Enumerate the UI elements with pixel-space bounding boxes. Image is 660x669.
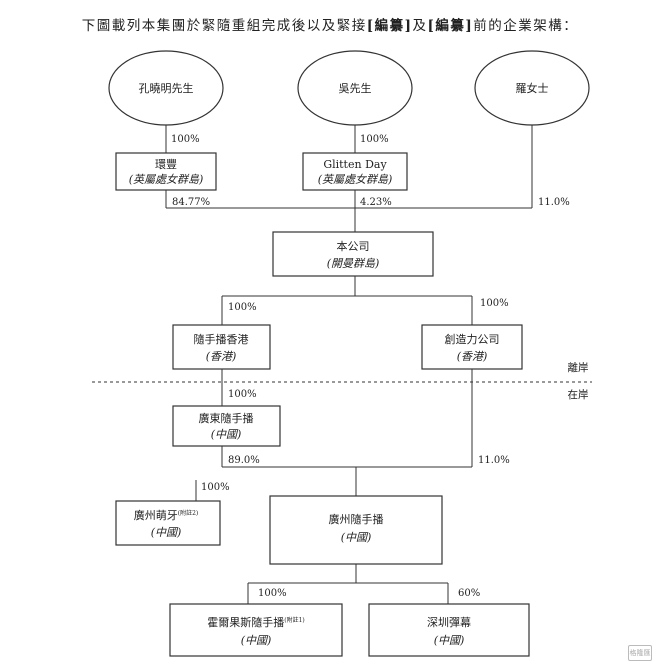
percent-label: 4.23% [360,197,392,208]
percent-label: 100% [480,298,509,309]
percent-label: 100% [228,389,257,400]
svg-text:深圳彈幕: 深圳彈幕 [427,615,471,629]
connector-lines [92,125,592,604]
percent-label: 89.0% [228,455,260,466]
svg-text:(中國): (中國) [241,634,272,647]
percent-label: 100% [171,134,200,145]
entity-mengya: 廣州萌牙(附註2) (中國) [115,500,221,546]
redacted-mark: [編纂] [366,18,413,34]
entity-huanfeng: 環豐 (英屬處女群島) [115,152,217,191]
entity-danmu: 深圳彈幕 (中國) [368,603,530,657]
percent-label: 100% [258,588,287,599]
percent-label: 60% [458,588,480,599]
onshore-label: 在岸 [568,389,589,401]
entity-guangzhou: 廣州隨手播 (中國) [269,495,443,565]
percent-label: 11.0% [538,197,570,208]
percent-label: 100% [228,302,257,313]
svg-text:隨手播香港: 隨手播香港 [194,332,249,346]
entity-suishou-hk: 隨手播香港 (香港) [172,324,271,370]
svg-text:廣東隨手播: 廣東隨手播 [199,411,254,425]
entity-company: 本公司 (開曼群島) [272,231,434,277]
offshore-label: 離岸 [568,361,589,374]
page-title: 下圖載列本集團於緊隨重組完成後以及緊接[編纂]及[編纂]前的企業架構： [81,18,579,34]
svg-text:羅女士: 羅女士 [516,81,549,95]
entity-glitten-day: Glitten Day (英屬處女群島) [302,152,408,191]
svg-text:廣州萌牙(附註2): 廣州萌牙(附註2) [134,508,199,522]
svg-text:創造力公司: 創造力公司 [445,332,500,346]
svg-text:霍爾果斯隨手播(附註1): 霍爾果斯隨手播(附註1) [207,615,305,629]
watermark-logo: 格隆匯 [628,645,652,661]
percentage-labels: 100% 100% 84.77% 4.23% 11.0% 100% 100% 1… [171,134,570,599]
shareholder-wu: 吳先生 [297,50,413,126]
percent-label: 84.77% [172,197,210,208]
percent-label: 100% [201,482,230,493]
shareholder-luo: 羅女士 [474,50,590,126]
svg-text:(英屬處女群島): (英屬處女群島) [318,173,393,186]
redacted-mark: [編纂] [427,18,474,34]
svg-text:(中國): (中國) [151,526,182,539]
svg-text:(香港): (香港) [457,350,488,363]
svg-text:(香港): (香港) [206,350,237,363]
svg-text:吳先生: 吳先生 [339,81,372,95]
svg-text:孔曉明先生: 孔曉明先生 [139,81,194,95]
percent-label: 11.0% [478,455,510,466]
entity-guangdong: 廣東隨手播 (中國) [172,405,281,447]
percent-label: 100% [360,134,389,145]
shareholder-kong: 孔曉明先生 [108,50,224,126]
svg-text:(中國): (中國) [341,531,372,544]
svg-text:(中國): (中國) [211,428,242,441]
entity-huoersi: 霍爾果斯隨手播(附註1) (中國) [169,603,343,657]
svg-text:Glitten Day: Glitten Day [323,158,387,171]
svg-text:環豐: 環豐 [155,158,177,171]
svg-text:本公司: 本公司 [337,239,370,253]
svg-text:(英屬處女群島): (英屬處女群島) [129,173,204,186]
entity-chuangzaoli: 創造力公司 (香港) [421,324,523,370]
svg-text:(開曼群島): (開曼群島) [327,257,380,270]
svg-text:(中國): (中國) [434,634,465,647]
svg-text:廣州隨手播: 廣州隨手播 [329,512,384,526]
